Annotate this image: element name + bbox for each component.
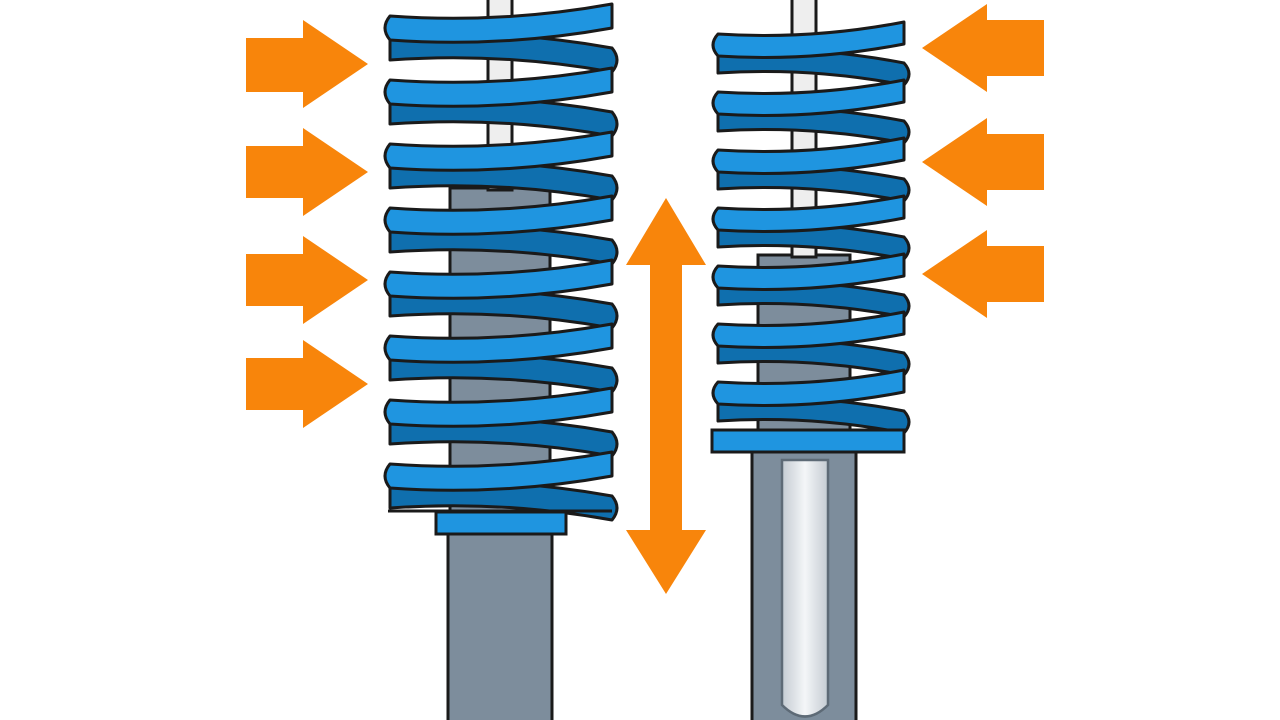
- arrow-right-icon: [246, 340, 368, 428]
- spring-coil-front: [711, 368, 906, 407]
- left-shock-lower-body: [446, 530, 554, 720]
- arrow-right-icon: [246, 236, 368, 324]
- left-shock-absorber: [383, 0, 619, 720]
- spring-coil-front: [383, 258, 614, 300]
- double-vertical-arrow-icon: [626, 198, 706, 594]
- right-shock-absorber: [710, 0, 911, 720]
- arrow-right-icon: [246, 20, 368, 108]
- left-force-arrows: [246, 20, 368, 428]
- spring-coil-front: [711, 194, 906, 233]
- spring-coil-front: [383, 450, 614, 492]
- arrow-left-icon: [922, 118, 1044, 206]
- right-force-arrows: [922, 4, 1044, 318]
- left-spring-seat: [434, 510, 568, 536]
- arrow-right-icon: [246, 128, 368, 216]
- spring-coil-front: [711, 252, 906, 291]
- spring-coil-front: [383, 386, 614, 428]
- spring-coil-front: [711, 78, 906, 117]
- spring-coil-front: [383, 2, 614, 44]
- spring-coil-front: [711, 20, 906, 59]
- left-spring-front-coils: [383, 2, 614, 492]
- spring-coil-front: [383, 66, 614, 108]
- spring-coil-front: [383, 322, 614, 364]
- spring-coil-front: [711, 310, 906, 349]
- right-spring-seat: [710, 428, 906, 454]
- spring-coil-front: [711, 136, 906, 175]
- arrow-left-icon: [922, 4, 1044, 92]
- right-spring-front-coils: [711, 20, 906, 407]
- arrow-left-icon: [922, 230, 1044, 318]
- spring-coil-front: [383, 194, 614, 236]
- right-shock-inner-tube: [780, 458, 830, 718]
- spring-coil-front: [383, 130, 614, 172]
